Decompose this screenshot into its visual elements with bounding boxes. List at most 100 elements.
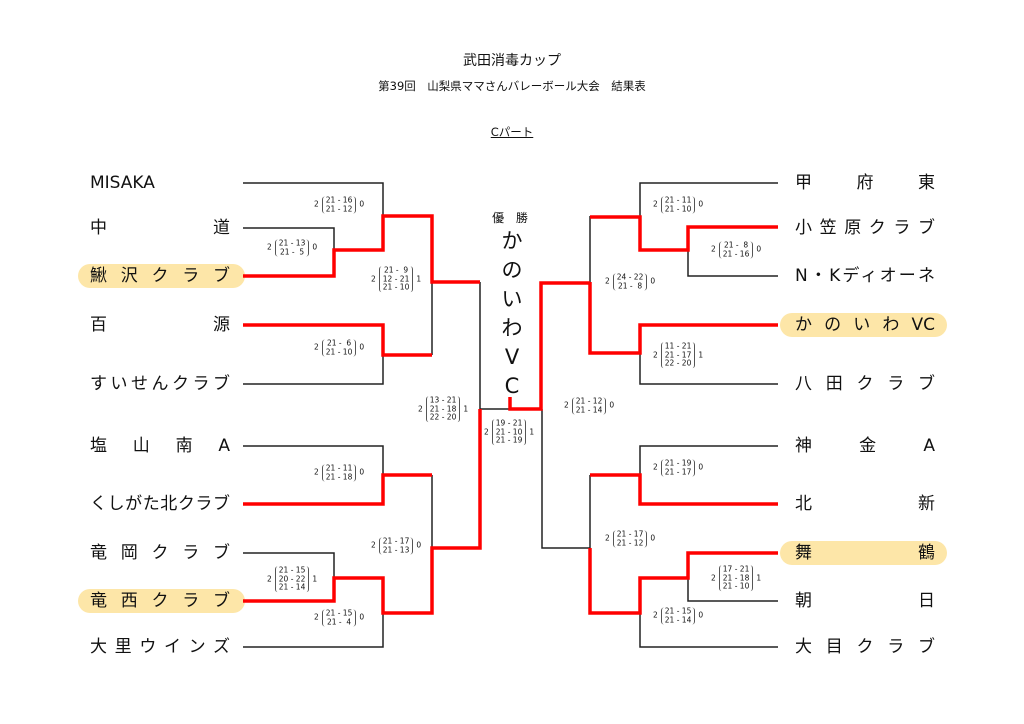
sets-won-right: 0: [359, 612, 365, 622]
set-score: 21 - 13: [278, 238, 306, 248]
team-name: すいせんクラブ: [90, 374, 230, 394]
team-name: かのいわVC: [795, 315, 935, 335]
highlight-pill: [780, 541, 947, 565]
sets-won-left: 2: [653, 349, 658, 359]
sets-won-left: 2: [564, 400, 569, 410]
sets-won-right: 0: [416, 540, 422, 550]
set-score: 21 - 10: [382, 282, 410, 292]
sets-won-left: 2: [653, 610, 658, 620]
team-name: 中道: [90, 218, 230, 238]
set-score: 21 - 10: [722, 581, 750, 591]
team-name: 竜岡クラブ: [90, 543, 230, 563]
team-name: 神金A: [795, 436, 935, 456]
sets-won-right: 1: [698, 349, 704, 359]
set-score: 21 - 16: [325, 195, 353, 205]
set-score: 21 - 19: [664, 458, 692, 468]
sets-won-left: 2: [371, 540, 376, 550]
set-score: 24 - 22: [616, 272, 644, 282]
champion-char: い: [501, 287, 523, 311]
team-name: 北新: [795, 494, 935, 514]
champion-char: わ: [501, 316, 523, 340]
champion-char: か: [501, 229, 523, 253]
sets-won-right: 1: [416, 273, 422, 283]
set-score: 21 - 6: [326, 338, 352, 348]
set-score: 21 - 8: [617, 281, 643, 290]
set-score: 21 - 15: [325, 608, 353, 618]
set-score: 21 - 16: [722, 249, 750, 258]
sets-won-right: 0: [359, 342, 365, 352]
document-subtitle: 第39回 山梨県ママさんバレーボール大会 結果表: [378, 79, 646, 93]
sets-won-right: 0: [650, 533, 656, 543]
sets-won-left: 2: [314, 199, 319, 209]
set-score: 21 - 8: [723, 240, 749, 250]
sets-won-left: 2: [653, 462, 658, 472]
team-name: 朝日: [795, 591, 935, 611]
team-name: 舞鶴: [795, 543, 935, 563]
sets-won-left: 2: [605, 276, 610, 286]
team-name: くしがた北クラブ: [90, 494, 230, 514]
sets-won-right: 1: [312, 573, 318, 583]
set-score: 21 - 4: [326, 617, 352, 626]
sets-won-right: 0: [756, 244, 762, 254]
sets-won-right: 1: [756, 572, 762, 582]
highlight-pill: [78, 264, 245, 288]
team-name: N・Kディオーネ: [795, 266, 935, 286]
team-name: 百源: [90, 315, 230, 335]
highlight-pill: [78, 589, 245, 613]
set-score: 12 - 21: [382, 273, 410, 283]
set-score: 21 - 10: [325, 347, 353, 356]
set-score: 21 - 19: [495, 435, 523, 445]
set-score: 21 - 17: [664, 349, 692, 359]
set-score: 19 - 21: [495, 418, 523, 428]
champion-char: の: [501, 258, 523, 282]
set-score: 21 - 10: [664, 204, 692, 213]
sets-won-right: 0: [609, 400, 615, 410]
sets-won-right: 0: [698, 462, 704, 472]
team-name: 大目クラブ: [795, 637, 935, 657]
sets-won-right: 0: [312, 242, 318, 252]
team-name: 小笠原クラブ: [795, 218, 935, 238]
sets-won-left: 2: [314, 467, 319, 477]
set-score: 22 - 20: [664, 358, 692, 368]
set-score: 13 - 21: [429, 395, 457, 405]
champion-char: C: [504, 374, 520, 398]
highlight-pill: [780, 313, 947, 337]
set-score: 21 - 5: [279, 247, 305, 256]
set-score: 21 - 11: [325, 463, 353, 473]
set-score: 21 - 13: [382, 545, 410, 554]
sets-won-right: 0: [698, 199, 704, 209]
sets-won-left: 2: [711, 244, 716, 254]
set-score: 20 - 22: [278, 573, 306, 583]
team-name: 竜西クラブ: [90, 591, 230, 611]
sets-won-right: 1: [463, 403, 469, 413]
set-score: 21 - 12: [325, 204, 353, 213]
team-name: MISAKA: [90, 173, 155, 193]
part-heading: Cパート: [0, 124, 1024, 140]
set-score: 21 - 15: [664, 606, 692, 616]
set-score: 21 - 17: [616, 529, 644, 539]
sets-won-left: 2: [484, 426, 489, 436]
document-title: 武田消毒カップ: [463, 53, 561, 69]
sets-won-right: 0: [359, 467, 365, 477]
set-score: 21 - 18: [722, 572, 750, 582]
set-score: 21 - 14: [278, 582, 306, 592]
